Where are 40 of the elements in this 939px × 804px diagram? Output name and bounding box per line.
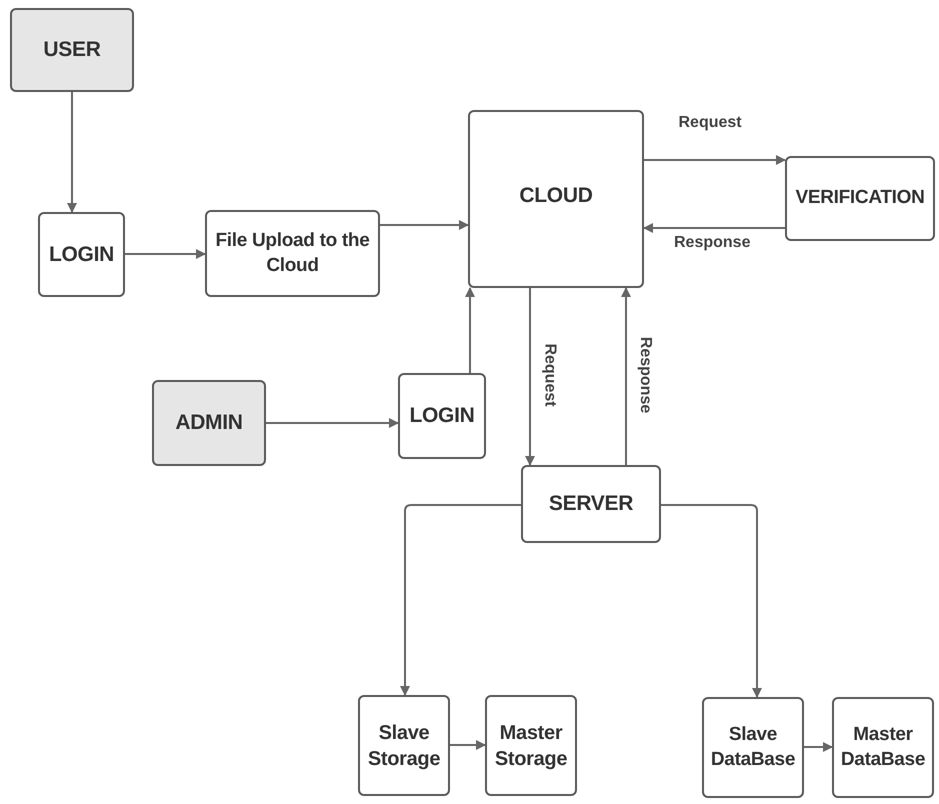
node-label: File Upload to the Cloud <box>214 228 370 278</box>
node-label: Master Storage <box>494 720 568 772</box>
node-label: SERVER <box>548 491 634 518</box>
arrow <box>380 220 469 230</box>
node-label: USER <box>43 37 101 64</box>
process-box <box>468 110 644 288</box>
arrow <box>400 504 521 696</box>
node-label: ADMIN <box>175 410 243 436</box>
arrow <box>643 223 785 233</box>
process-box <box>832 697 934 798</box>
arrow <box>525 288 535 466</box>
node-label: Slave DataBase <box>710 722 796 772</box>
arrow <box>465 287 475 373</box>
edge-label: Response <box>672 234 752 252</box>
process-box <box>10 8 134 92</box>
arrow <box>804 742 833 752</box>
process-box <box>38 212 125 297</box>
edge-label: Response <box>636 334 654 416</box>
arrow <box>266 418 399 428</box>
node-label: Master DataBase <box>840 722 926 772</box>
arrow <box>644 155 786 165</box>
arrow <box>125 249 206 259</box>
process-box <box>521 465 661 543</box>
process-box <box>358 695 450 796</box>
process-box <box>485 695 577 796</box>
node-label: Slave Storage <box>366 720 442 772</box>
process-box <box>785 156 935 241</box>
node-label: LOGIN <box>410 403 474 430</box>
process-box <box>398 373 486 459</box>
process-box <box>702 697 804 798</box>
arrow <box>450 740 486 750</box>
arrow <box>661 504 762 698</box>
process-box <box>152 380 266 466</box>
process-box <box>205 210 380 297</box>
arrow <box>621 287 631 465</box>
node-label: CLOUD <box>519 183 593 209</box>
node-label: LOGIN <box>49 242 114 268</box>
edge-label: Request <box>676 114 744 132</box>
arrow <box>67 92 77 213</box>
node-label: VERIFICATION <box>795 186 925 210</box>
